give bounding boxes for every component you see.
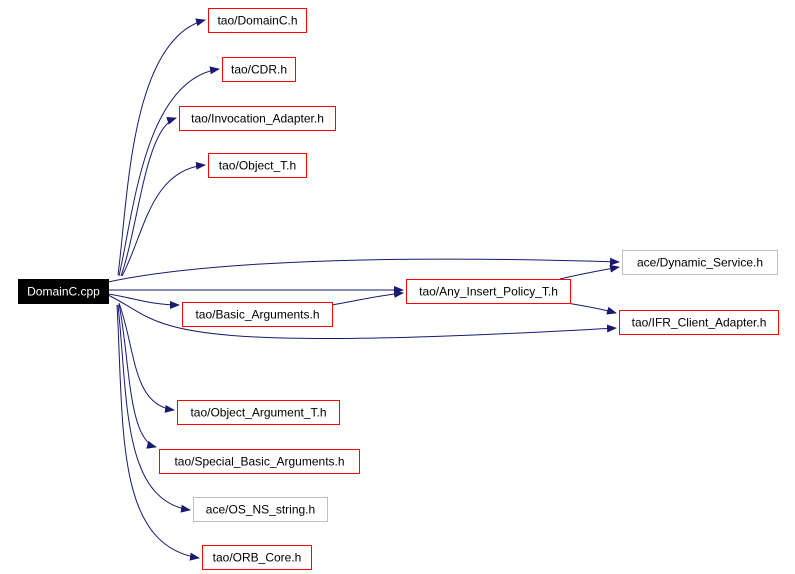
node-box: [177, 400, 340, 425]
node-box: [182, 302, 333, 327]
node-label: DomainC.cpp: [27, 285, 100, 299]
edge-basic-arguments-h-to-any-insert-policy-t-h: [331, 289, 404, 306]
node-basic-arguments-h[interactable]: tao/Basic_Arguments.h: [182, 302, 333, 327]
node-os-ns-string-h[interactable]: ace/OS_NS_string.h: [193, 497, 328, 522]
node-object-argument-t-h[interactable]: tao/Object_Argument_T.h: [177, 400, 340, 425]
node-box: [193, 497, 328, 522]
node-dynamic-service-h[interactable]: ace/Dynamic_Service.h: [622, 250, 778, 275]
node-box: [18, 279, 109, 304]
edge-src-to-object-t-h: [121, 161, 206, 277]
node-label: tao/Object_T.h: [219, 159, 296, 173]
node-label: ace/OS_NS_string.h: [206, 503, 315, 517]
node-box: [406, 279, 571, 304]
node-box: [208, 8, 307, 33]
node-domainc-h[interactable]: tao/DomainC.h: [208, 8, 307, 33]
edge-src-to-os-ns-string-h: [117, 304, 191, 513]
nodes-layer: DomainC.cpp tao/DomainC.h tao/CDR.h tao/Inv…: [18, 8, 779, 570]
edge-src-to-invocation-adapter-h: [120, 116, 177, 277]
node-box: [159, 449, 360, 474]
node-label: tao/DomainC.h: [217, 14, 297, 28]
edge-src-to-orb-core-h: [116, 304, 200, 561]
node-special-basic-arguments-h[interactable]: tao/Special_Basic_Arguments.h: [159, 449, 360, 474]
node-box: [622, 250, 778, 275]
node-box: [619, 310, 779, 335]
edge-src-to-object-argument-t-h: [118, 302, 175, 413]
node-any-insert-policy-t-h[interactable]: tao/Any_Insert_Policy_T.h: [406, 279, 571, 304]
node-label: tao/Object_Argument_T.h: [190, 406, 326, 420]
node-box: [208, 153, 307, 178]
node-label: tao/Invocation_Adapter.h: [191, 112, 324, 126]
node-label: tao/IFR_Client_Adapter.h: [632, 316, 767, 330]
node-orb-core-h[interactable]: tao/ORB_Core.h: [202, 545, 312, 570]
node-cdr-h[interactable]: tao/CDR.h: [222, 57, 296, 82]
edge-src-to-basic-arguments-h: [107, 293, 180, 309]
node-label: tao/ORB_Core.h: [213, 551, 302, 565]
edge-src-to-domainc-h: [117, 18, 206, 276]
node-label: tao/Special_Basic_Arguments.h: [174, 455, 344, 469]
node-box: [222, 57, 296, 82]
node-box: [202, 545, 312, 570]
node-box: [179, 106, 336, 131]
edges-layer: [107, 18, 620, 561]
node-object-t-h[interactable]: tao/Object_T.h: [208, 153, 307, 178]
edge-any-insert-policy-t-h-to-dynamic-service-h: [559, 264, 620, 280]
node-ifr-client-adapter-h[interactable]: tao/IFR_Client_Adapter.h: [619, 310, 779, 335]
node-label: tao/Any_Insert_Policy_T.h: [419, 285, 558, 299]
node-src[interactable]: DomainC.cpp: [18, 279, 109, 304]
node-label: tao/Basic_Arguments.h: [195, 308, 319, 322]
edge-src-to-special-basic-arguments-h: [118, 303, 157, 449]
node-invocation-adapter-h[interactable]: tao/Invocation_Adapter.h: [179, 106, 336, 131]
edge-src-to-cdr-h: [118, 66, 220, 277]
edge-src-to-ifr-client-adapter-h: [107, 294, 617, 340]
edge-src-to-dynamic-service-h: [107, 257, 620, 283]
node-label: ace/Dynamic_Service.h: [637, 256, 763, 270]
node-label: tao/CDR.h: [231, 63, 287, 77]
